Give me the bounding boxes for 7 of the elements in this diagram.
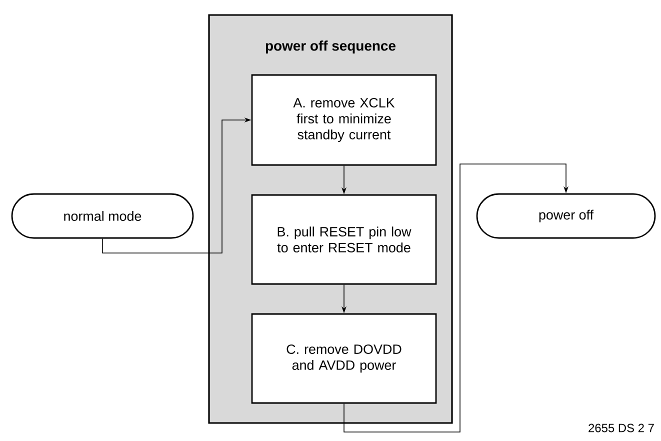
terminal-box: power off bbox=[476, 193, 656, 239]
terminal-box: normal mode bbox=[11, 193, 194, 239]
arrow bbox=[344, 164, 569, 432]
process-box: C. remove DOVDD and AVDD power bbox=[251, 313, 437, 404]
process-box: B. pull RESET pin low to enter RESET mode bbox=[251, 194, 437, 285]
process-box: A. remove XCLK first to minimize standby current bbox=[251, 74, 437, 166]
figure-code: 2655 DS 2 7 bbox=[588, 424, 654, 432]
